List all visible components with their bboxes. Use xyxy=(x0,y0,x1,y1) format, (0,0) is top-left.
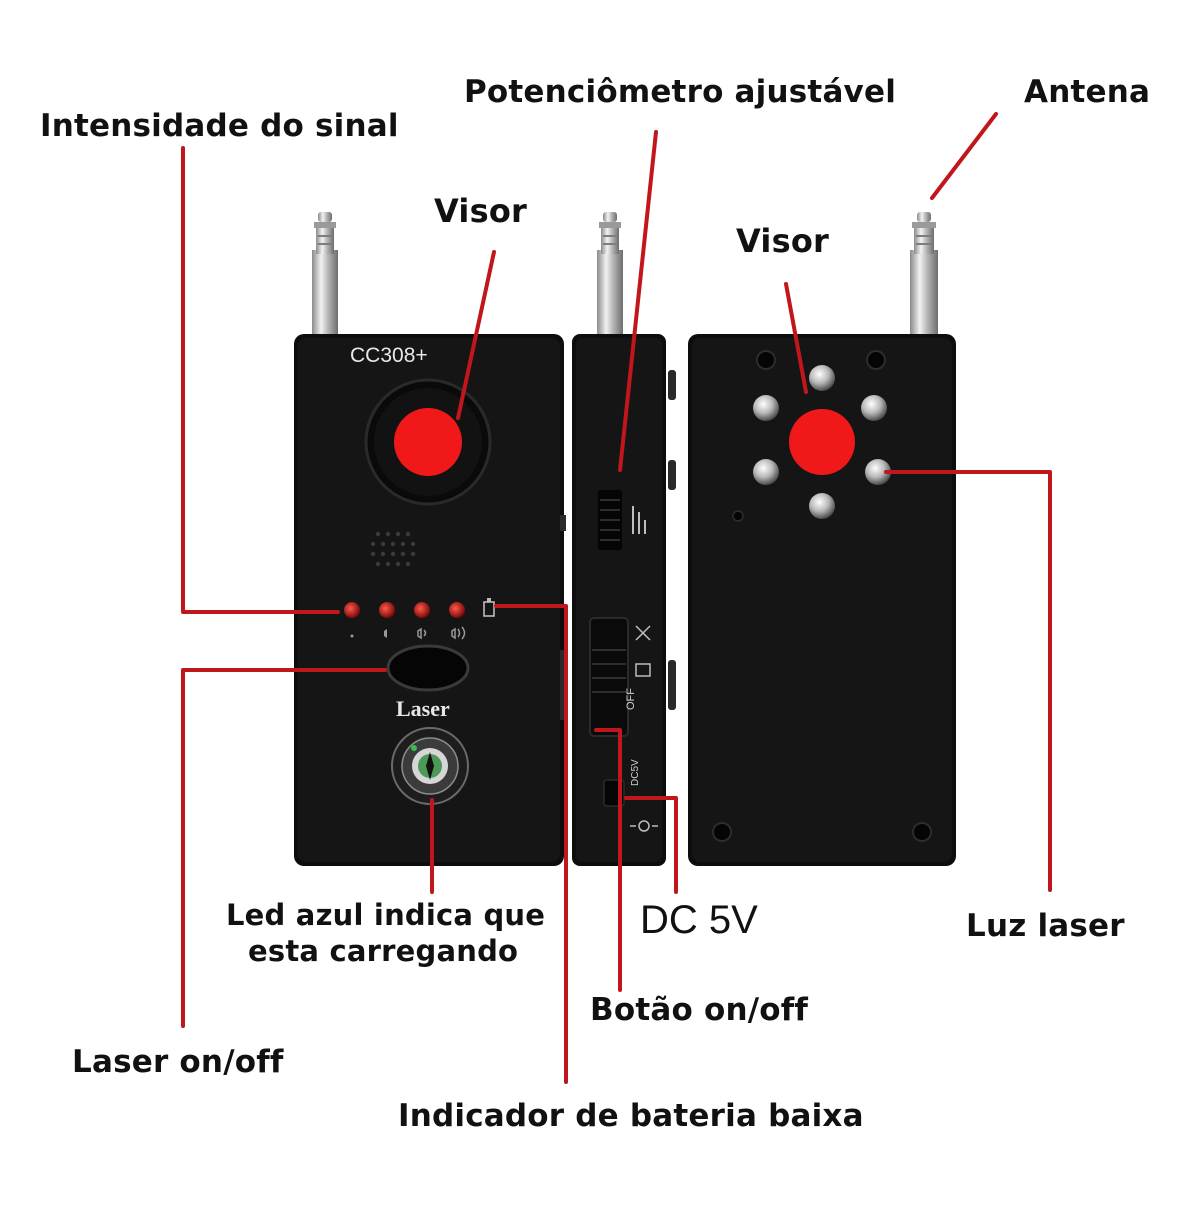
device-side xyxy=(560,334,676,866)
visor-lens-back xyxy=(789,409,855,475)
leader-dc5v xyxy=(624,796,678,894)
label-visor-back: Visor xyxy=(736,222,829,260)
device-back xyxy=(688,334,956,866)
label-dc5v: DC 5V xyxy=(640,898,758,942)
leader-laser-button xyxy=(181,668,387,1028)
label-visor-front: Visor xyxy=(434,192,527,230)
label-laser-onoff: Laser on/off xyxy=(72,1044,284,1080)
label-potentiometer: Potenciômetro ajustável xyxy=(464,74,897,110)
antenna-side xyxy=(597,212,623,336)
leader-low-battery xyxy=(494,604,568,1084)
leader-antenna xyxy=(930,112,998,200)
leader-lines xyxy=(181,112,1052,1084)
leader-visor-front xyxy=(456,250,496,420)
speaker-grille xyxy=(370,531,416,567)
label-antenna: Antena xyxy=(1024,74,1151,110)
label-led-line1: Led azul indica que xyxy=(226,898,546,932)
laser-button-label: Laser xyxy=(396,696,450,721)
leader-visor-back xyxy=(784,282,808,394)
label-laser-light: Luz laser xyxy=(966,908,1125,944)
compass xyxy=(391,727,469,805)
label-low-battery: Indicador de bateria baixa xyxy=(398,1098,864,1134)
leader-laser-light xyxy=(884,470,1052,892)
switch-off-label: OFF xyxy=(625,688,637,710)
antenna-back xyxy=(910,212,938,336)
laser-button xyxy=(386,644,470,692)
label-led-line2: esta carregando xyxy=(248,934,519,968)
antenna-front xyxy=(312,212,338,336)
leader-power xyxy=(594,728,622,992)
signal-leds xyxy=(344,598,495,640)
port-label: DC5V xyxy=(630,759,641,786)
label-power-button: Botão on/off xyxy=(590,992,809,1028)
leader-potentiometer xyxy=(618,130,658,472)
laser-led-ring xyxy=(753,365,891,519)
visor-lens-front xyxy=(394,408,462,476)
label-signal-strength: Intensidade do sinal xyxy=(40,108,399,144)
model-name: CC308+ xyxy=(350,344,428,367)
leader-signal xyxy=(181,146,340,614)
device-front xyxy=(294,334,564,866)
